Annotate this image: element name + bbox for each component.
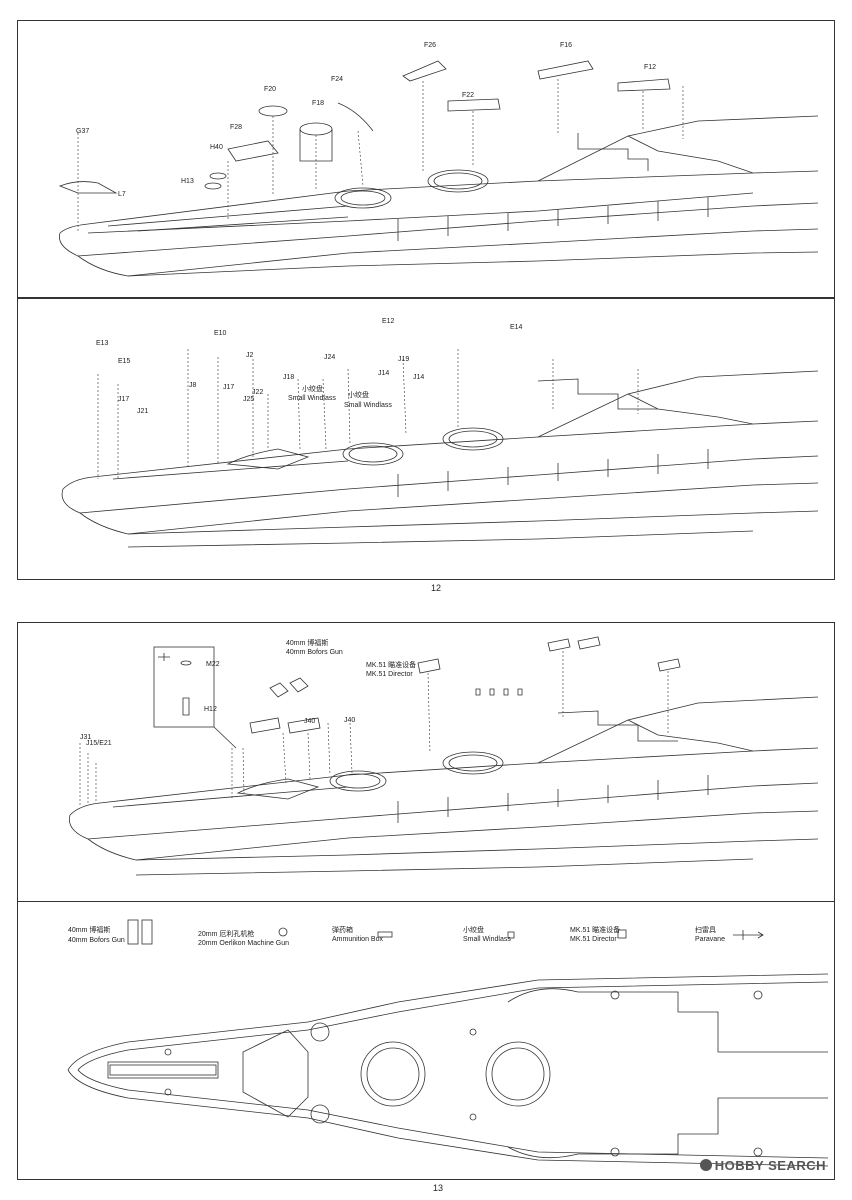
director-label-en: MK.51 Director	[366, 671, 413, 678]
part-label: J19	[398, 356, 409, 363]
legend-en: 20mm Oerlikon Machine Gun	[198, 940, 289, 947]
page-number-bottom: 13	[433, 1183, 444, 1193]
part-label: J15/E21	[86, 740, 112, 747]
part-label: E14	[510, 324, 523, 331]
part-label: E15	[118, 358, 131, 365]
part-label: E13	[96, 340, 109, 347]
part-label: 小绞盘	[348, 390, 369, 399]
part-label: E12	[382, 318, 395, 325]
legend-cn: 20mm 厄利孔机枪	[198, 929, 254, 938]
legend-cn: 弹药箱	[332, 925, 353, 934]
part-label: J14	[413, 374, 424, 381]
part-label: Small Windlass	[288, 395, 336, 402]
part-label: J40	[304, 718, 315, 725]
page-number-top: 12	[431, 583, 442, 593]
part-label: 小绞盘	[302, 384, 323, 393]
part-label: F20	[264, 86, 276, 93]
part-label: F18	[312, 100, 324, 107]
legend-en: 40mm Bofors Gun	[68, 937, 125, 944]
part-label: F16	[560, 42, 572, 49]
legend-en: Ammunition Box	[332, 936, 383, 943]
part-label: F22	[462, 92, 474, 99]
hull-assembly-drawing-1: G37 L7 H40 H13 F28 F20 F18 F24 F26 F22 F…	[58, 42, 819, 277]
part-label: F12	[644, 64, 656, 71]
bofors-label-en: 40mm Bofors Gun	[286, 649, 343, 656]
step-panel-1: G37 L7 H40 H13 F28 F20 F18 F24 F26 F22 F…	[17, 20, 835, 298]
legend-cn: MK.51 瞄准设备	[570, 925, 620, 934]
part-label: G37	[76, 128, 89, 135]
part-label: J25	[243, 396, 254, 403]
part-label: M22	[206, 661, 220, 668]
part-label: J8	[189, 382, 197, 389]
legend-en: Small Windlass	[463, 936, 511, 943]
part-label: J21	[137, 408, 148, 415]
part-label: Small Windlass	[344, 402, 392, 409]
part-label: J2	[246, 352, 254, 359]
part-label: H12	[204, 706, 217, 713]
legend-cn: 扫雷具	[695, 925, 716, 934]
part-label: F26	[424, 42, 436, 49]
part-label: F28	[230, 124, 242, 131]
part-label: J31	[80, 734, 91, 741]
legend-en: MK.51 Director	[570, 936, 617, 943]
legend-cn: 小绞盘	[463, 925, 484, 934]
hobby-search-logo-icon	[699, 1159, 712, 1171]
part-label: J14	[378, 370, 389, 377]
deck-plan-drawing: 40mm 博福斯 40mm Bofors Gun 20mm 厄利孔机枪 20mm…	[67, 919, 829, 1167]
part-label: H13	[181, 178, 194, 185]
step-panel-2: E13 E15 E10 J17 J8 J2 J21 J17 J25 J22 J1…	[17, 298, 835, 580]
legend-en: Paravane	[695, 936, 725, 943]
part-label: F24	[331, 76, 343, 83]
part-label: J17	[223, 384, 234, 391]
legend-cn: 40mm 博福斯	[68, 925, 110, 934]
part-label: J22	[252, 389, 263, 396]
part-label: J24	[324, 354, 335, 361]
step-panel-4-top-view: 40mm 博福斯 40mm Bofors Gun 20mm 厄利孔机枪 20mm…	[17, 901, 835, 1180]
part-label: H40	[210, 144, 223, 151]
hull-assembly-drawing-3: 40mm 博福斯 40mm Bofors Gun MK.51 瞄准设备 MK.5…	[69, 636, 819, 876]
part-label: J40	[344, 717, 355, 724]
hull-assembly-drawing-2: E13 E15 E10 J17 J8 J2 J21 J17 J25 J22 J1…	[61, 318, 819, 548]
step-panel-3: 40mm 博福斯 40mm Bofors Gun MK.51 瞄准设备 MK.5…	[17, 622, 835, 902]
director-label-cn: MK.51 瞄准设备	[366, 660, 416, 669]
part-label: L7	[118, 191, 126, 198]
part-label: J17	[118, 396, 129, 403]
part-label: E10	[214, 330, 227, 337]
part-label: J18	[283, 374, 294, 381]
hobby-search-watermark: HOBBY SEARCH	[699, 1158, 826, 1173]
bofors-label-cn: 40mm 博福斯	[286, 638, 328, 647]
